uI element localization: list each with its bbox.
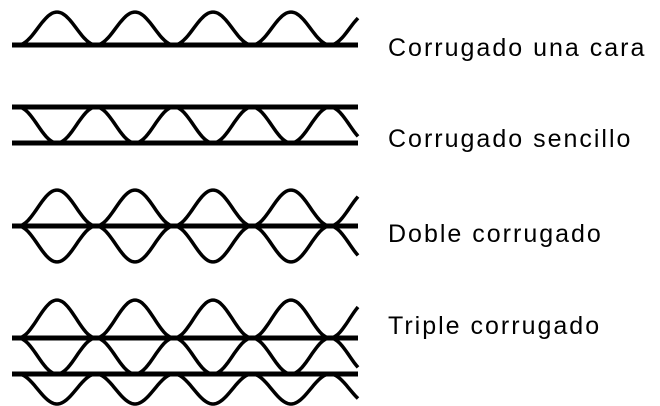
flute-middle — [17, 336, 360, 376]
label-single-wall: Corrugado sencillo — [388, 125, 633, 153]
label-double-wall: Doble corrugado — [388, 220, 603, 248]
flute — [17, 105, 360, 145]
flute-top — [17, 298, 360, 340]
single-wall-board — [12, 104, 360, 146]
flute — [17, 10, 360, 47]
double-wall-board — [12, 188, 360, 264]
triple-wall-board — [12, 298, 360, 406]
flute-upper — [17, 188, 360, 228]
label-triple-wall: Triple corrugado — [388, 312, 602, 340]
label-single-face: Corrugado una cara — [388, 34, 647, 62]
flute-bottom — [17, 372, 360, 406]
single-face-board — [12, 10, 360, 48]
flute-lower — [17, 224, 360, 264]
